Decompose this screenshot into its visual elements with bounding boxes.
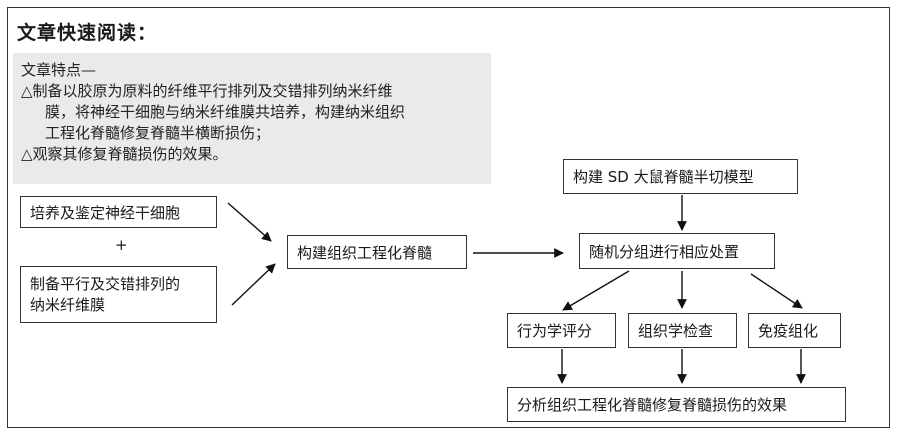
node-construct-spinal-cord: 构建组织工程化脊髓: [287, 235, 467, 269]
node-build-model: 构建 SD 大鼠脊髓半切模型: [563, 159, 798, 194]
node-prepare-membrane: 制备平行及交错排列的 纳米纤维膜: [20, 266, 217, 323]
arrow-random-to-behavior: [562, 270, 630, 311]
feature-line-3: 工程化脊髓修复脊髓半横断损伤；: [45, 124, 271, 142]
outer-frame: [7, 7, 890, 428]
arrow-membrane-to-construct: [231, 263, 276, 306]
node-histology: 组织学检查: [628, 313, 737, 348]
arrow-culture-to-construct: [227, 202, 272, 242]
node-culture-stem-cells: 培养及鉴定神经干细胞: [20, 196, 217, 228]
node-random-grouping: 随机分组进行相应处置: [579, 233, 775, 269]
plus-sign: +: [115, 236, 128, 254]
features-panel: 文章特点— △制备以胶原为原料的纤维平行排列及交错排列纳米纤维 膜，将神经干细胞…: [13, 53, 491, 184]
feature-line-2: 膜，将神经干细胞与纳米纤维膜共培养，构建纳米组织: [45, 103, 406, 121]
arrow-random-to-immuno: [750, 273, 803, 309]
feature-line-4: △观察其修复脊髓损伤的效果。: [21, 145, 228, 163]
features-title: 文章特点—: [21, 61, 97, 79]
feature-line-1: △制备以胶原为原料的纤维平行排列及交错排列纳米纤维: [21, 82, 393, 100]
page-title: 文章快速阅读：: [17, 22, 158, 44]
node-immunohistochemistry: 免疫组化: [748, 313, 841, 348]
node-analysis: 分析组织工程化脊髓修复脊髓损伤的效果: [507, 387, 846, 422]
node-behavior-score: 行为学评分: [507, 313, 616, 348]
